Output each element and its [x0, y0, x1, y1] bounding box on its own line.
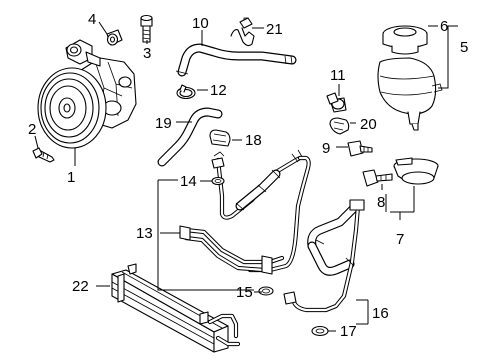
callout-20: 20 [360, 116, 377, 133]
bolt-9 [347, 140, 373, 157]
spacer-sleeve [106, 29, 123, 46]
callout-11: 11 [330, 67, 346, 84]
callout-8: 8 [377, 194, 385, 211]
power-steering-cooler [111, 263, 241, 353]
bolt-8 [362, 169, 393, 187]
return-hose [157, 107, 223, 167]
o-ring-17 [311, 325, 329, 337]
grommet-11 [326, 92, 347, 113]
callout-16: 16 [372, 305, 389, 322]
hose-bracket-clip [230, 17, 255, 47]
o-ring-15 [258, 286, 274, 296]
power-steering-pump [37, 39, 137, 149]
callout-14: 14 [180, 173, 197, 190]
clip-20 [329, 117, 350, 135]
callout-5: 5 [460, 39, 468, 56]
callout-10: 10 [192, 15, 209, 32]
callout-1: 1 [67, 169, 75, 186]
o-ring-14 [211, 176, 225, 186]
callout-17: 17 [340, 323, 357, 340]
callout-2: 2 [28, 121, 36, 138]
pump-mounting-bolt [32, 147, 55, 163]
callout-12: 12 [210, 82, 227, 99]
callout-4: 4 [88, 11, 96, 28]
callout-22: 22 [72, 278, 89, 295]
callout-3: 3 [143, 45, 151, 62]
callout-18: 18 [245, 132, 262, 149]
callout-19: 19 [155, 115, 172, 132]
callout-13: 13 [136, 225, 153, 242]
callout-labels: 4 3 2 1 10 21 12 19 18 11 20 9 6 5 8 7 1… [28, 11, 468, 340]
hose-clamp [176, 84, 196, 100]
fluid-reservoir [377, 57, 443, 131]
reservoir-mount-clamp [393, 157, 439, 185]
suction-hose [175, 43, 297, 77]
mounting-bolt-vertical [140, 14, 153, 43]
callout-7: 7 [396, 231, 404, 248]
leader-lines [34, 21, 458, 332]
callout-9: 9 [322, 140, 330, 157]
pressure-line-assembly [179, 149, 311, 275]
reservoir-cap [382, 25, 428, 55]
callout-15: 15 [236, 284, 253, 301]
return-line [283, 199, 365, 313]
callout-21: 21 [266, 21, 283, 38]
callout-6: 6 [440, 18, 448, 35]
return-hose-clamp [209, 129, 231, 147]
